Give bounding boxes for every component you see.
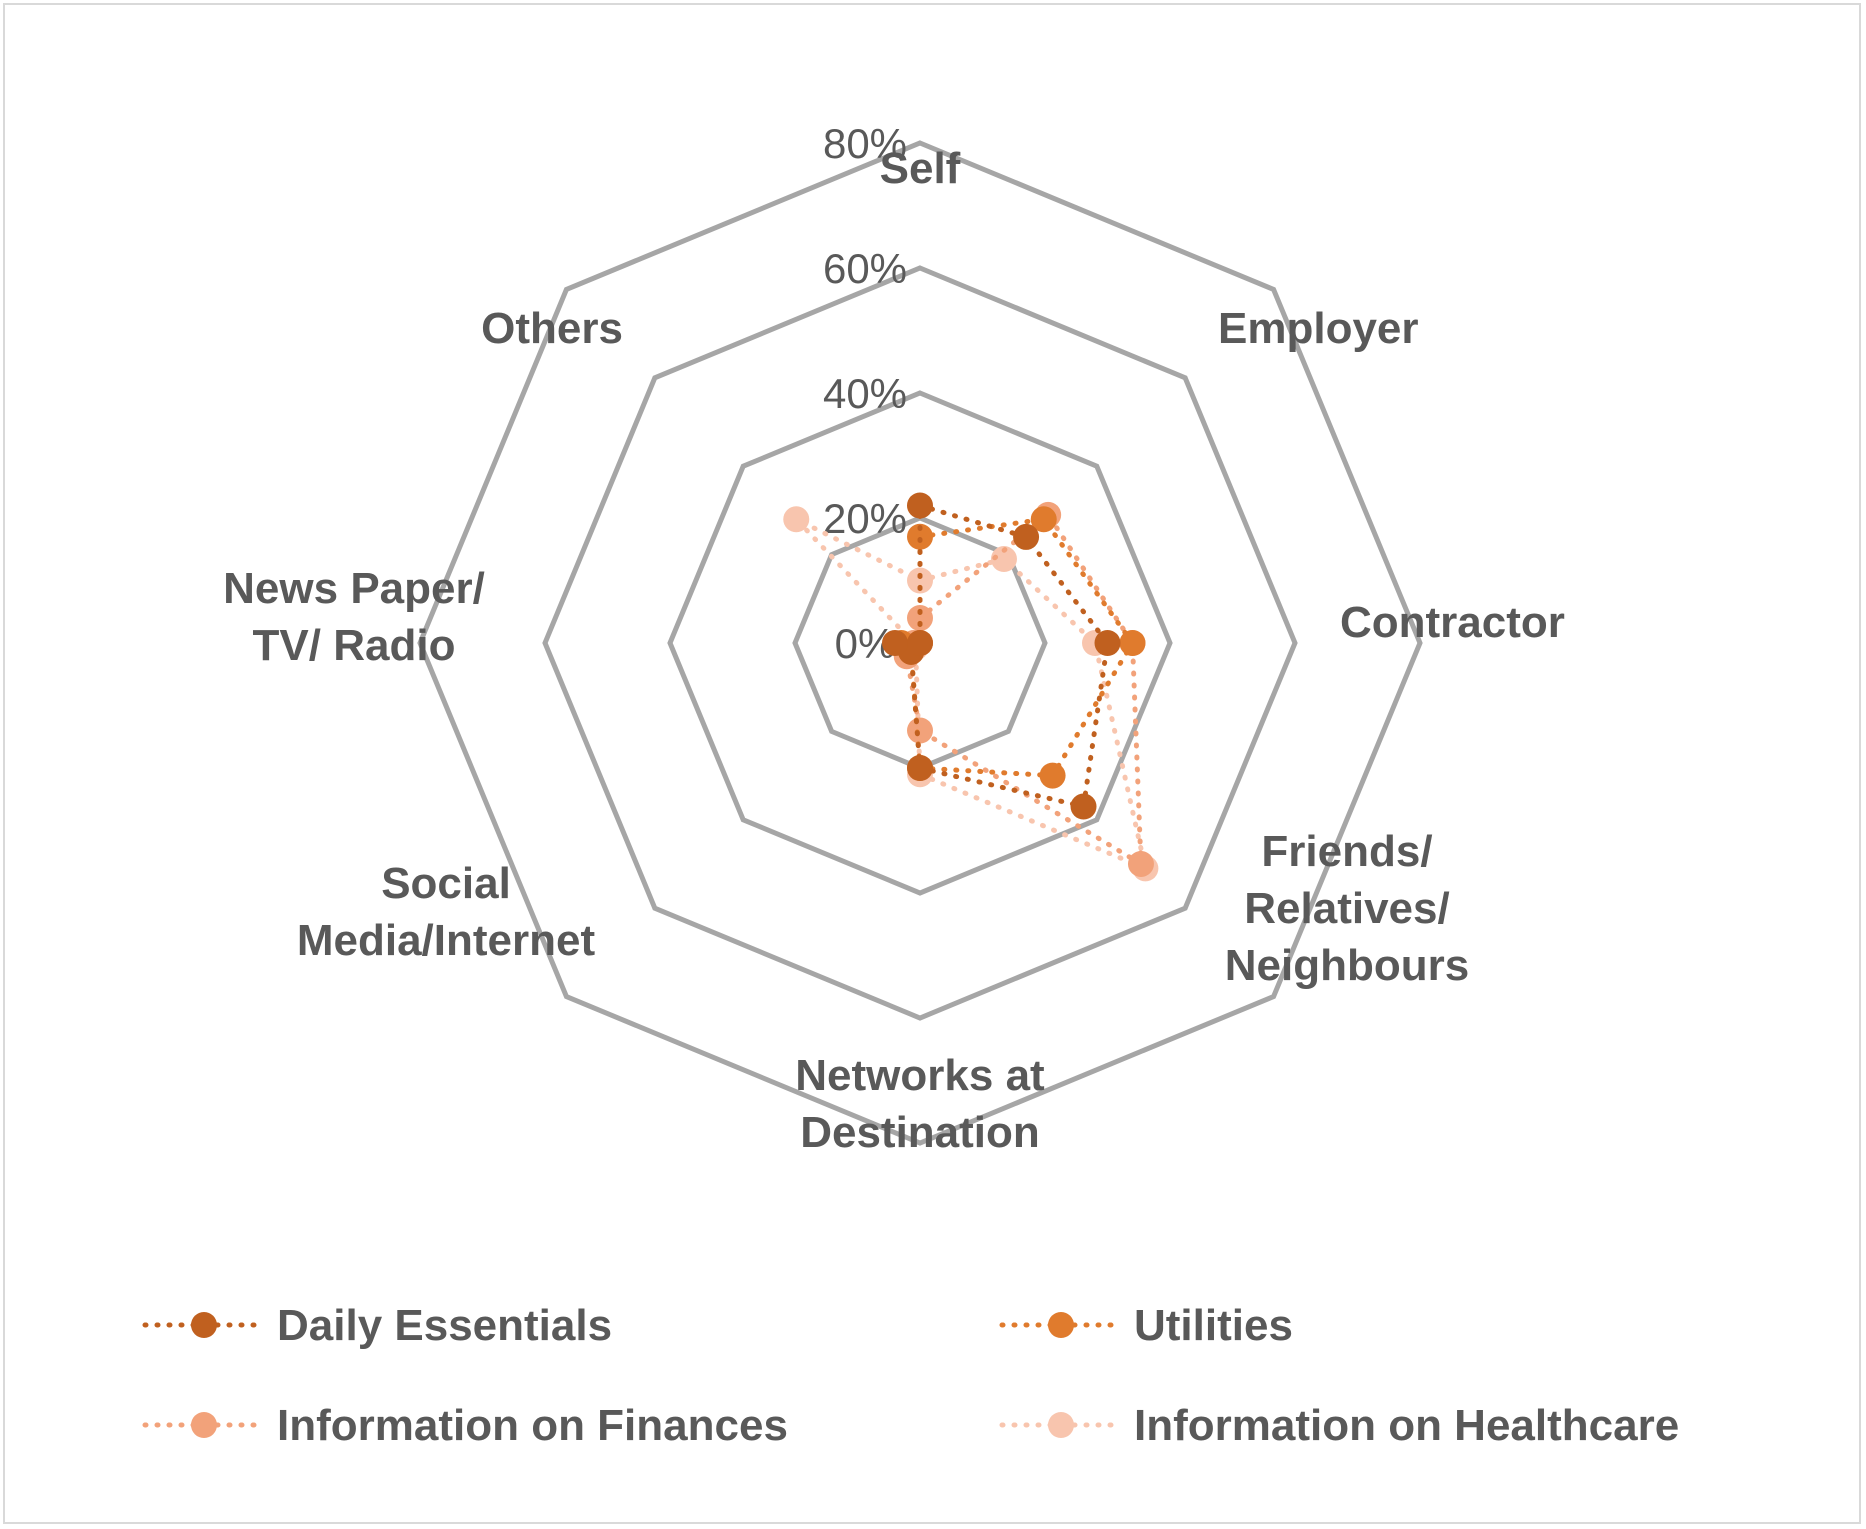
grid-ring-2: [667, 390, 1173, 896]
category-label-4: Networks at Destination: [795, 1051, 1045, 1157]
data-point-0-2: [1094, 630, 1121, 656]
category-label-0: Self: [880, 144, 961, 193]
legend-swatch-marker: [1048, 1312, 1074, 1338]
legend-swatch-marker: [191, 1412, 217, 1438]
tick-label-2: 40%: [823, 370, 907, 417]
legend-item-2: Information on Finances: [142, 1401, 788, 1450]
radar-grid: [417, 140, 1423, 1146]
legend-item-1: Utilities: [999, 1301, 1293, 1350]
category-label-6: News Paper/TV/ Radio: [223, 564, 485, 670]
category-label-line: News Paper/: [223, 564, 485, 613]
data-point-2-4: [907, 717, 933, 744]
data-point-2-3: [1127, 850, 1154, 877]
category-labels: SelfEmployerContractorFriends/Relatives/…: [223, 144, 1565, 1157]
grid-ring-4: [417, 140, 1423, 1146]
grid-ring-3: [542, 265, 1298, 1021]
category-label-line: Contractor: [1340, 598, 1565, 647]
data-point-0-6: [882, 630, 908, 656]
category-label-line: Employer: [1218, 304, 1419, 353]
series-0: [882, 492, 1121, 820]
data-point-0-1: [1013, 523, 1040, 550]
legend-label-3: Information on Healthcare: [1134, 1401, 1679, 1450]
data-point-0-4: [907, 755, 933, 781]
legend-swatch-marker: [1048, 1412, 1074, 1438]
legend-label-1: Utilities: [1134, 1301, 1293, 1350]
category-label-line: Neighbours: [1225, 941, 1469, 990]
series-line-3: [794, 517, 1149, 873]
data-point-2-0: [907, 605, 933, 631]
category-label-2: Contractor: [1340, 598, 1565, 647]
data-point-0-3: [1070, 793, 1097, 820]
data-point-1-1: [1030, 506, 1057, 533]
category-label-3: Friends/Relatives/Neighbours: [1225, 827, 1469, 990]
tick-label-3: 60%: [823, 245, 907, 292]
legend-item-3: Information on Healthcare: [999, 1401, 1679, 1450]
category-label-1: Employer: [1218, 304, 1419, 353]
radial-tick-labels: 0%20%40%60%80%: [823, 120, 907, 667]
data-point-0-0: [907, 492, 933, 519]
category-label-line: Relatives/: [1244, 884, 1449, 933]
category-label-7: Others: [481, 304, 623, 353]
legend-label-2: Information on Finances: [277, 1401, 788, 1450]
category-label-line: TV/ Radio: [253, 621, 456, 670]
category-label-line: Social: [381, 859, 511, 908]
tick-label-1: 20%: [823, 495, 907, 542]
category-label-line: Destination: [800, 1108, 1040, 1157]
series-line-2: [904, 511, 1144, 869]
data-point-3-0: [907, 567, 933, 594]
category-label-line: Networks at: [795, 1051, 1045, 1100]
data-point-1-0: [907, 523, 933, 550]
data-point-3-7: [783, 506, 810, 533]
category-label-line: Media/Internet: [297, 916, 596, 965]
legend-swatch-marker: [191, 1312, 217, 1338]
category-label-line: Self: [880, 144, 961, 193]
category-label-line: Friends/: [1261, 827, 1432, 876]
series-layer: [783, 492, 1159, 882]
category-label-line: Others: [481, 304, 623, 353]
legend-label-0: Daily Essentials: [277, 1301, 612, 1350]
data-point-1-2: [1119, 630, 1146, 656]
legend-item-0: Daily Essentials: [142, 1301, 612, 1350]
data-point-0-7: [907, 630, 933, 656]
data-point-3-1: [990, 546, 1017, 573]
tick-label-4: 80%: [823, 120, 907, 167]
data-point-1-3: [1039, 762, 1066, 789]
